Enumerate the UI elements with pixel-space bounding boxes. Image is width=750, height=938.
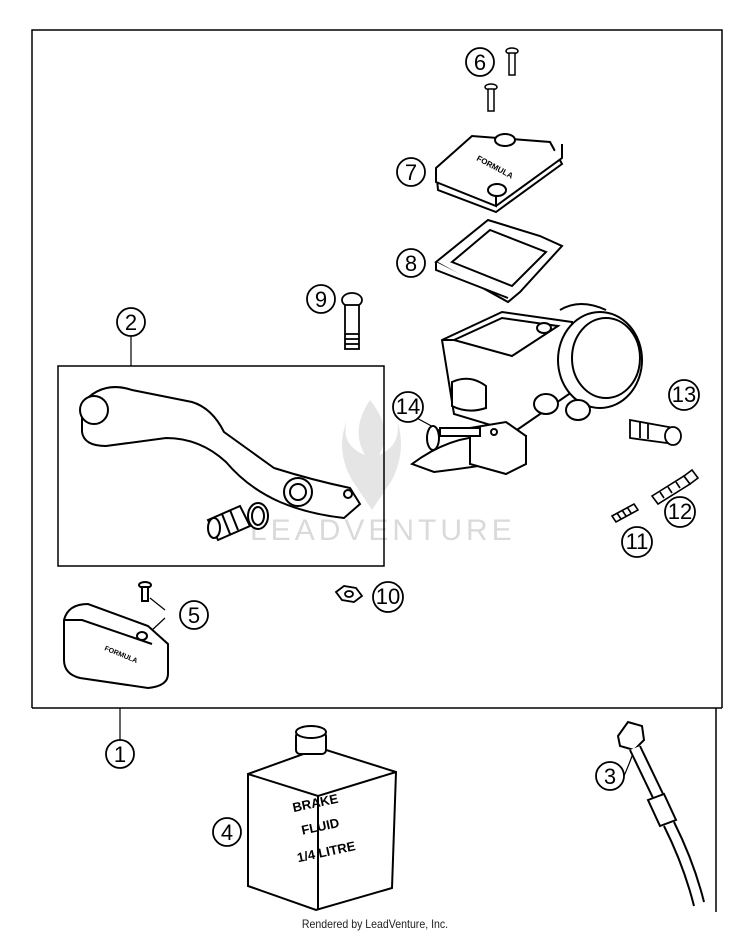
callout-10[interactable]	[372, 581, 404, 613]
callout-7-label: 7	[405, 160, 417, 185]
callouts	[105, 47, 700, 847]
part-11-spring	[610, 502, 640, 524]
callout-3[interactable]	[595, 761, 625, 791]
callout-6-label: 6	[474, 50, 486, 75]
part-6-screws	[484, 47, 519, 112]
callout-9-label: 9	[315, 287, 327, 312]
callout-6[interactable]	[465, 47, 495, 77]
part-5-cover: FORMULA	[63, 581, 169, 690]
callout-4-label: 4	[221, 820, 233, 845]
callout-1[interactable]	[105, 739, 135, 769]
callout-4[interactable]	[212, 817, 242, 847]
part-10-nut	[334, 585, 364, 603]
callout-13-label: 13	[672, 382, 696, 407]
callout-9[interactable]	[306, 284, 336, 314]
part-8-gasket	[434, 218, 564, 304]
master-cylinder-body	[440, 303, 643, 434]
callout-2[interactable]	[116, 307, 146, 337]
part-14-pushrod	[409, 420, 528, 476]
part-4-brake-fluid-bottle	[247, 725, 398, 912]
callout-5[interactable]	[179, 600, 209, 630]
assembly-frame	[31, 29, 723, 708]
part-3-hose	[616, 720, 705, 907]
callout-12[interactable]	[664, 496, 696, 528]
callout-13[interactable]	[668, 379, 700, 411]
watermark-flame-icon	[342, 400, 401, 510]
part-9-bolt	[341, 292, 363, 350]
callout-7[interactable]	[396, 157, 426, 187]
lever-adjuster	[206, 502, 269, 542]
callout-labels: 1 2 3 4 5 6 7 8 9 10 11 12 13 14	[114, 50, 696, 845]
callout-10-label: 10	[376, 584, 400, 609]
callout-8-label: 8	[405, 251, 417, 276]
callout-14-label: 14	[396, 394, 420, 419]
part-2-lever	[79, 386, 362, 520]
callout-12-label: 12	[668, 499, 692, 524]
callout-8[interactable]	[396, 248, 426, 278]
watermark: LEADVENTURE	[250, 400, 516, 547]
callout-3-label: 3	[604, 764, 616, 789]
callout-5-label: 5	[188, 603, 200, 628]
footer-credit: Rendered by LeadVenture, Inc.	[301, 917, 449, 931]
lever-subassembly-frame	[57, 365, 385, 567]
callout-11-label: 11	[626, 529, 649, 554]
part-13-bolt	[629, 418, 682, 446]
part-7-reservoir-cover: FORMULA	[434, 133, 564, 214]
callout-14[interactable]	[392, 391, 424, 423]
callout-1-label: 1	[114, 742, 126, 767]
watermark-text: LEADVENTURE	[250, 514, 516, 547]
callout-2-label: 2	[125, 310, 137, 335]
callout-11[interactable]	[621, 526, 653, 558]
part-12-screw	[650, 468, 700, 506]
